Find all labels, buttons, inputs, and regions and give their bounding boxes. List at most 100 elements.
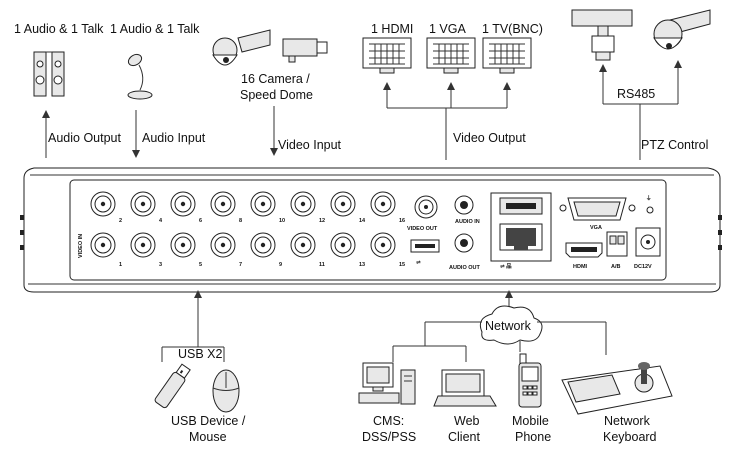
audio-talk-label-1: 1 Audio & 1 Talk xyxy=(14,22,104,36)
bnc-port-number: 2 xyxy=(119,218,122,224)
tv-monitor-icon xyxy=(482,37,532,74)
vga-port[interactable] xyxy=(559,197,636,221)
audio-out-panel-label: AUDIO OUT xyxy=(449,265,481,271)
video-output-connector xyxy=(383,82,511,160)
network-keyboard-icon xyxy=(561,362,673,415)
usb-connector-line xyxy=(161,290,225,362)
audio-talk-label-2: 1 Audio & 1 Talk xyxy=(110,22,200,36)
usb-device-label-line2: Mouse xyxy=(189,430,227,444)
bnc-port-number: 16 xyxy=(399,218,405,224)
bnc-port-5[interactable] xyxy=(170,232,196,258)
ptz-connector xyxy=(599,60,682,160)
ptz-speed-dome-icon xyxy=(653,9,711,50)
bnc-port-9[interactable] xyxy=(250,232,276,258)
bnc-port-number: 1 xyxy=(119,262,122,268)
rs485-terminal[interactable] xyxy=(606,231,628,257)
usb-stick-icon xyxy=(154,363,191,409)
hdmi-label: 1 HDMI xyxy=(371,22,413,36)
speaker-icon xyxy=(33,51,65,97)
bnc-port-3[interactable] xyxy=(130,232,156,258)
bnc-port-number: 15 xyxy=(399,262,405,268)
bnc-port-12[interactable] xyxy=(290,191,316,217)
cms-label-line1: CMS: xyxy=(373,414,404,428)
bnc-port-1[interactable] xyxy=(90,232,116,258)
power-port[interactable] xyxy=(635,227,661,257)
web-client-label-line2: Client xyxy=(448,430,480,444)
web-client-label-line1: Web xyxy=(454,414,480,428)
bnc-port-number: 3 xyxy=(159,262,162,268)
usb-symbol-right: ⇌ 品 xyxy=(500,262,512,270)
ground-symbol: ⏚ xyxy=(646,195,652,202)
ground-screw xyxy=(646,206,654,214)
hdmi-port[interactable] xyxy=(565,242,603,258)
bnc-port-16[interactable] xyxy=(370,191,396,217)
laptop-icon xyxy=(433,369,497,407)
usb-port-front[interactable] xyxy=(410,239,440,253)
bnc-port-number: 11 xyxy=(319,262,325,268)
bnc-port-number: 13 xyxy=(359,262,365,268)
network-cloud-icon xyxy=(479,305,543,345)
bnc-port-11[interactable] xyxy=(290,232,316,258)
speed-dome-camera-icon xyxy=(212,29,271,66)
audio-output-label: Audio Output xyxy=(48,131,121,145)
mobile-phone-label-line2: Phone xyxy=(515,430,551,444)
bnc-port-2[interactable] xyxy=(90,191,116,217)
ptz-camera-icon xyxy=(571,9,633,61)
vga-monitor-icon xyxy=(426,37,476,74)
camera-label-line2: Speed Dome xyxy=(240,88,313,102)
box-camera-icon xyxy=(282,38,328,63)
network-label: Network xyxy=(485,319,532,333)
usb-device-label-line1: USB Device / xyxy=(171,414,246,428)
mobile-phone-icon xyxy=(518,353,542,408)
bnc-port-10[interactable] xyxy=(250,191,276,217)
bnc-port-number: 4 xyxy=(159,218,163,224)
audio-in-port[interactable] xyxy=(454,195,474,215)
audio-input-label: Audio Input xyxy=(142,131,206,145)
vga-panel-label: VGA xyxy=(590,225,602,231)
bnc-port-6[interactable] xyxy=(170,191,196,217)
bnc-port-number: 9 xyxy=(279,262,282,268)
tv-label: 1 TV(BNC) xyxy=(482,22,543,36)
video-in-panel-label: VIDEO IN xyxy=(78,234,84,258)
hdmi-panel-label: HDMI xyxy=(573,264,588,270)
usb-symbol-left: ⇌ xyxy=(416,260,421,266)
network-link-arrow xyxy=(505,290,513,298)
power-panel-label: DC12V xyxy=(634,264,652,270)
ptz-control-label: PTZ Control xyxy=(641,138,708,152)
keyboard-label-line1: Network xyxy=(604,414,651,428)
vga-label: 1 VGA xyxy=(429,22,466,36)
bnc-port-number: 12 xyxy=(319,218,325,224)
bnc-port-15[interactable] xyxy=(370,232,396,258)
hdmi-monitor-icon xyxy=(362,37,412,74)
bnc-port-number: 7 xyxy=(239,262,242,268)
bnc-port-13[interactable] xyxy=(330,232,356,258)
audio-input-arrow xyxy=(132,150,140,158)
cms-label-line2: DSS/PSS xyxy=(362,430,416,444)
bnc-port-number: 10 xyxy=(279,218,285,224)
camera-label-line1: 16 Camera / xyxy=(241,72,310,86)
bnc-port-number: 14 xyxy=(359,218,366,224)
bnc-port-7[interactable] xyxy=(210,232,236,258)
video-out-panel-label: VIDEO OUT xyxy=(407,226,438,232)
pc-workstation-icon xyxy=(358,362,416,405)
bnc-video-out-port[interactable] xyxy=(414,195,438,219)
dvr-rear-panel xyxy=(20,167,722,293)
microphone-icon xyxy=(127,53,153,100)
mobile-phone-label-line1: Mobile xyxy=(512,414,549,428)
bnc-port-number: 8 xyxy=(239,218,242,224)
audio-out-port[interactable] xyxy=(454,233,474,253)
video-input-arrow xyxy=(270,148,278,156)
video-input-label: Video Input xyxy=(278,138,342,152)
audio-output-arrow xyxy=(42,110,50,118)
bnc-port-8[interactable] xyxy=(210,191,236,217)
bnc-port-14[interactable] xyxy=(330,191,356,217)
bnc-port-4[interactable] xyxy=(130,191,156,217)
bnc-port-number: 6 xyxy=(199,218,202,224)
audio-in-panel-label: AUDIO IN xyxy=(455,219,480,225)
video-output-label: Video Output xyxy=(453,131,526,145)
network-branches xyxy=(392,321,607,362)
usb-lan-stack xyxy=(490,192,552,262)
rs485-label: RS485 xyxy=(617,87,655,101)
